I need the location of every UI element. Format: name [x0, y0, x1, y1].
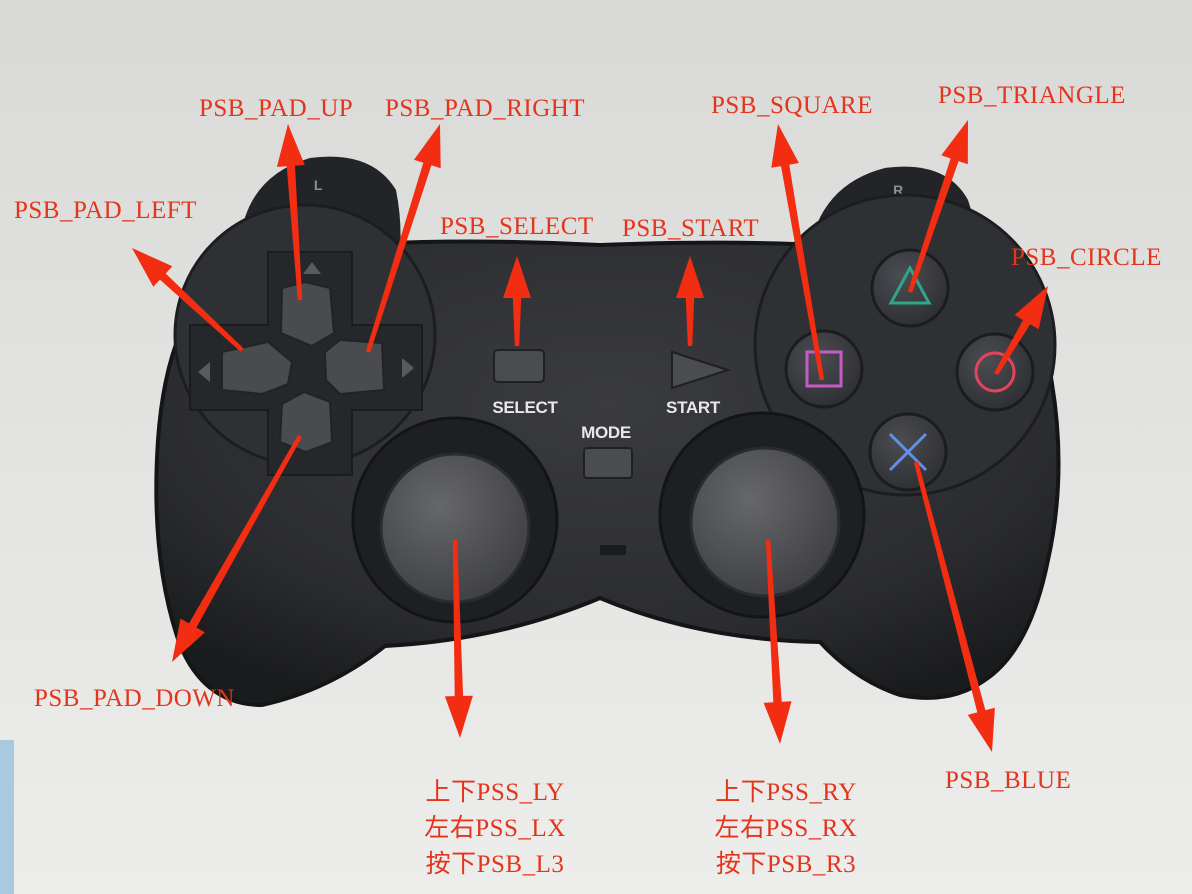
cross-symbol-icon — [888, 432, 928, 472]
dpad-up-button[interactable] — [279, 280, 336, 348]
mode-button[interactable] — [583, 447, 633, 479]
face-buttons — [784, 248, 1035, 492]
left-shoulder-print: L — [314, 177, 323, 193]
arrow-square — [771, 124, 825, 381]
right-shoulder-print: R — [893, 182, 903, 198]
dpad-arrows-icon — [221, 280, 386, 454]
right-grip-plate — [753, 193, 1057, 497]
callout-left-stick: 上下PSS_LY 左右PSS_LX 按下PSB_L3 — [405, 775, 585, 883]
callout-psb-pad-down: PSB_PAD_DOWN — [34, 685, 235, 712]
callout-psb-select: PSB_SELECT — [440, 213, 594, 240]
play-icon[interactable] — [671, 350, 732, 390]
arrow-circle — [994, 286, 1048, 376]
mode-print: MODE — [581, 423, 631, 442]
callout-psb-triangle: PSB_TRIANGLE — [938, 82, 1126, 109]
cable-connector — [600, 545, 626, 555]
triangle-symbol-icon — [888, 264, 932, 305]
start-print: START — [666, 398, 721, 417]
callout-left-stick-l3: 按下PSB_L3 — [425, 851, 565, 878]
arrow-pad-left — [132, 248, 244, 352]
dpad-right-arrow-mark — [402, 358, 414, 378]
callout-psb-square: PSB_SQUARE — [711, 92, 873, 119]
callout-psb-blue: PSB_BLUE — [945, 767, 1072, 794]
square-symbol-icon — [805, 350, 843, 388]
right-analog-stick[interactable] — [689, 446, 841, 598]
arrow-blue — [913, 461, 995, 752]
callout-psb-circle: PSB_CIRCLE — [1011, 244, 1162, 271]
arrow-left-stick — [444, 539, 473, 738]
callout-right-stick-r3: 按下PSB_R3 — [715, 851, 857, 878]
square-button[interactable] — [784, 329, 864, 409]
dpad-down-button[interactable] — [278, 390, 334, 454]
callout-right-stick-rx: 左右PSS_RX — [714, 815, 858, 842]
arrow-right-stick — [763, 539, 792, 744]
dpad-right-button[interactable] — [323, 338, 386, 396]
callout-arrows — [132, 120, 1048, 752]
callout-right-stick: 上下PSS_RY 左右PSS_RX 按下PSB_R3 — [696, 775, 876, 883]
callout-left-stick-lx: 左右PSS_LX — [424, 815, 566, 842]
dpad-recess — [189, 251, 423, 476]
callout-psb-pad-right: PSB_PAD_RIGHT — [385, 95, 586, 122]
arrow-pad-down — [172, 434, 302, 662]
dpad-left-arrow-mark — [198, 362, 210, 382]
select-print: SELECT — [492, 398, 558, 417]
circle-symbol-icon — [974, 351, 1016, 393]
arrow-select — [503, 256, 531, 346]
callout-psb-pad-left: PSB_PAD_LEFT — [14, 197, 197, 224]
callout-psb-start: PSB_START — [622, 215, 760, 242]
arrow-triangle — [907, 120, 968, 293]
arrow-pad-up — [276, 124, 305, 301]
arrow-pad-right — [365, 124, 441, 353]
blue-sticky-corner — [0, 740, 14, 894]
callout-right-stick-ry: 上下PSS_RY — [715, 779, 857, 806]
arrow-start — [676, 256, 704, 346]
select-button[interactable] — [493, 349, 545, 383]
callout-psb-pad-up: PSB_PAD_UP — [199, 95, 354, 122]
dpad-left-button[interactable] — [221, 340, 294, 396]
callout-left-stick-ly: 上下PSS_LY — [425, 779, 565, 806]
dpad-up-arrow-mark — [303, 262, 321, 274]
